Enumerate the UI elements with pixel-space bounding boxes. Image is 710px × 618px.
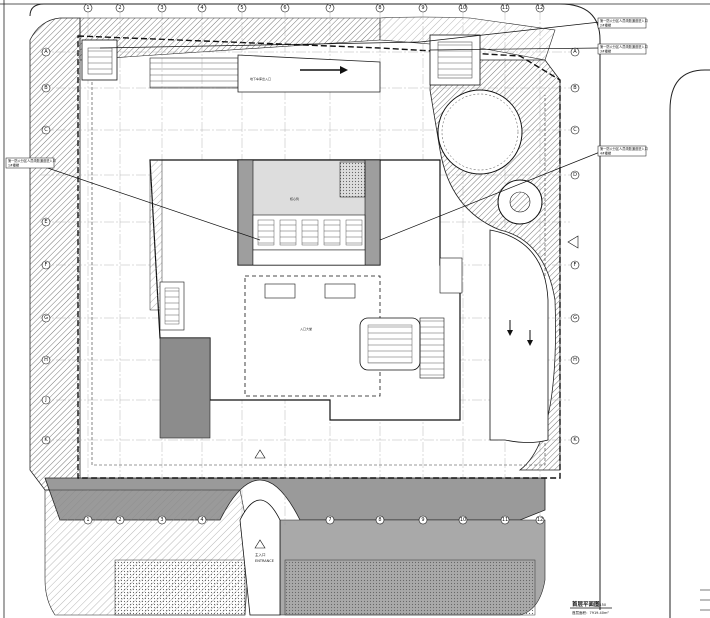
svg-text:K: K bbox=[44, 437, 48, 443]
grid-labels-bottom: 1 2 3 4 7 8 9 10 11 12 bbox=[83, 515, 545, 525]
svg-text:K: K bbox=[573, 437, 577, 443]
svg-text:4#楼梯: 4#楼梯 bbox=[600, 151, 612, 156]
svg-text:1: 1 bbox=[86, 5, 89, 11]
svg-text:B: B bbox=[573, 85, 577, 91]
svg-text:4: 4 bbox=[200, 517, 203, 523]
callout-leaders bbox=[29, 21, 601, 241]
svg-text:2#楼梯: 2#楼梯 bbox=[600, 23, 612, 28]
grid-labels-top: 1 2 3 4 5 6 7 8 9 10 11 12 bbox=[83, 3, 545, 13]
svg-text:C: C bbox=[573, 127, 577, 133]
svg-text:10: 10 bbox=[460, 517, 466, 523]
svg-text:11: 11 bbox=[502, 5, 508, 11]
svg-text:第一防火分区人员疏散通道进入口: 第一防火分区人员疏散通道进入口 bbox=[8, 158, 56, 163]
svg-text:E: E bbox=[44, 219, 47, 225]
grid-labels-right: A B C D F G H K bbox=[570, 47, 580, 445]
drawing-title-block: 首层平面图 1:150 首层面积：7919.40m² bbox=[570, 600, 612, 615]
right-ramp bbox=[489, 229, 579, 443]
svg-text:主入口: 主入口 bbox=[255, 552, 266, 557]
svg-text:H: H bbox=[573, 357, 577, 363]
svg-text:A: A bbox=[573, 49, 577, 55]
svg-text:G: G bbox=[573, 315, 577, 321]
svg-text:10: 10 bbox=[460, 5, 466, 11]
svg-text:8: 8 bbox=[378, 5, 381, 11]
svg-text:首层平面图: 首层平面图 bbox=[572, 600, 600, 608]
svg-text:第一防火分区人员疏散通道进入口: 第一防火分区人员疏散通道进入口 bbox=[600, 146, 648, 151]
svg-text:7: 7 bbox=[328, 517, 331, 523]
svg-text:入口大堂: 入口大堂 bbox=[300, 326, 312, 331]
svg-text:4: 4 bbox=[200, 5, 203, 11]
svg-text:D: D bbox=[573, 172, 577, 178]
svg-text:第一防火分区人员疏散通道进入口: 第一防火分区人员疏散通道进入口 bbox=[600, 44, 648, 49]
tower-footprint bbox=[244, 275, 381, 397]
svg-text:12: 12 bbox=[537, 5, 543, 11]
callout-stair-2: 第一防火分区人员疏散通道进入口 2#楼梯 bbox=[597, 17, 648, 29]
escalator bbox=[359, 257, 463, 379]
core: 核心筒 bbox=[237, 159, 381, 266]
stair-1 bbox=[81, 39, 118, 81]
svg-text:ENTRANCE: ENTRANCE bbox=[255, 559, 274, 563]
callout-stair-4: 第一防火分区人员疏散通道进入口 4#楼梯 bbox=[597, 145, 648, 157]
svg-text:2: 2 bbox=[118, 517, 121, 523]
svg-text:B: B bbox=[44, 85, 48, 91]
callout-stair-3: 第一防火分区人员疏散通道进入口 3#楼梯 bbox=[597, 43, 648, 55]
svg-text:1:150: 1:150 bbox=[596, 603, 606, 607]
svg-text:12: 12 bbox=[537, 517, 543, 523]
svg-text:9: 9 bbox=[421, 517, 424, 523]
svg-text:7: 7 bbox=[328, 5, 331, 11]
svg-text:11: 11 bbox=[502, 517, 508, 523]
svg-text:F: F bbox=[574, 262, 577, 268]
svg-text:1: 1 bbox=[86, 517, 89, 523]
svg-text:地下车库出入口: 地下车库出入口 bbox=[250, 76, 271, 81]
svg-text:1#楼梯: 1#楼梯 bbox=[8, 163, 20, 168]
stair-2 bbox=[429, 34, 543, 225]
svg-text:8: 8 bbox=[378, 517, 381, 523]
svg-text:A: A bbox=[44, 49, 48, 55]
svg-text:3: 3 bbox=[160, 517, 163, 523]
svg-text:H: H bbox=[44, 357, 48, 363]
entrance-approach: 主入口 ENTRANCE bbox=[239, 449, 281, 616]
svg-text:F: F bbox=[45, 262, 48, 268]
svg-text:J: J bbox=[44, 397, 46, 403]
svg-text:9: 9 bbox=[421, 5, 424, 11]
svg-text:6: 6 bbox=[283, 5, 286, 11]
top-ramp: 地下车库出入口 bbox=[149, 54, 381, 93]
svg-text:C: C bbox=[44, 127, 48, 133]
svg-text:3#楼梯: 3#楼梯 bbox=[600, 49, 612, 54]
svg-text:3: 3 bbox=[160, 5, 163, 11]
callout-stair-1: 第一防火分区人员疏散通道进入口 1#楼梯 bbox=[5, 157, 56, 169]
landscape-areas bbox=[29, 16, 561, 616]
svg-text:核心筒: 核心筒 bbox=[290, 196, 299, 201]
svg-text:2: 2 bbox=[118, 5, 121, 11]
svg-text:第一防火分区人员疏散通道进入口: 第一防火分区人员疏散通道进入口 bbox=[600, 18, 648, 23]
svg-text:5: 5 bbox=[240, 5, 243, 11]
grid-labels-left: A B C E F G H J K bbox=[41, 47, 51, 445]
svg-text:G: G bbox=[44, 315, 48, 321]
svg-text:首层面积：7919.40m²: 首层面积：7919.40m² bbox=[572, 610, 609, 615]
